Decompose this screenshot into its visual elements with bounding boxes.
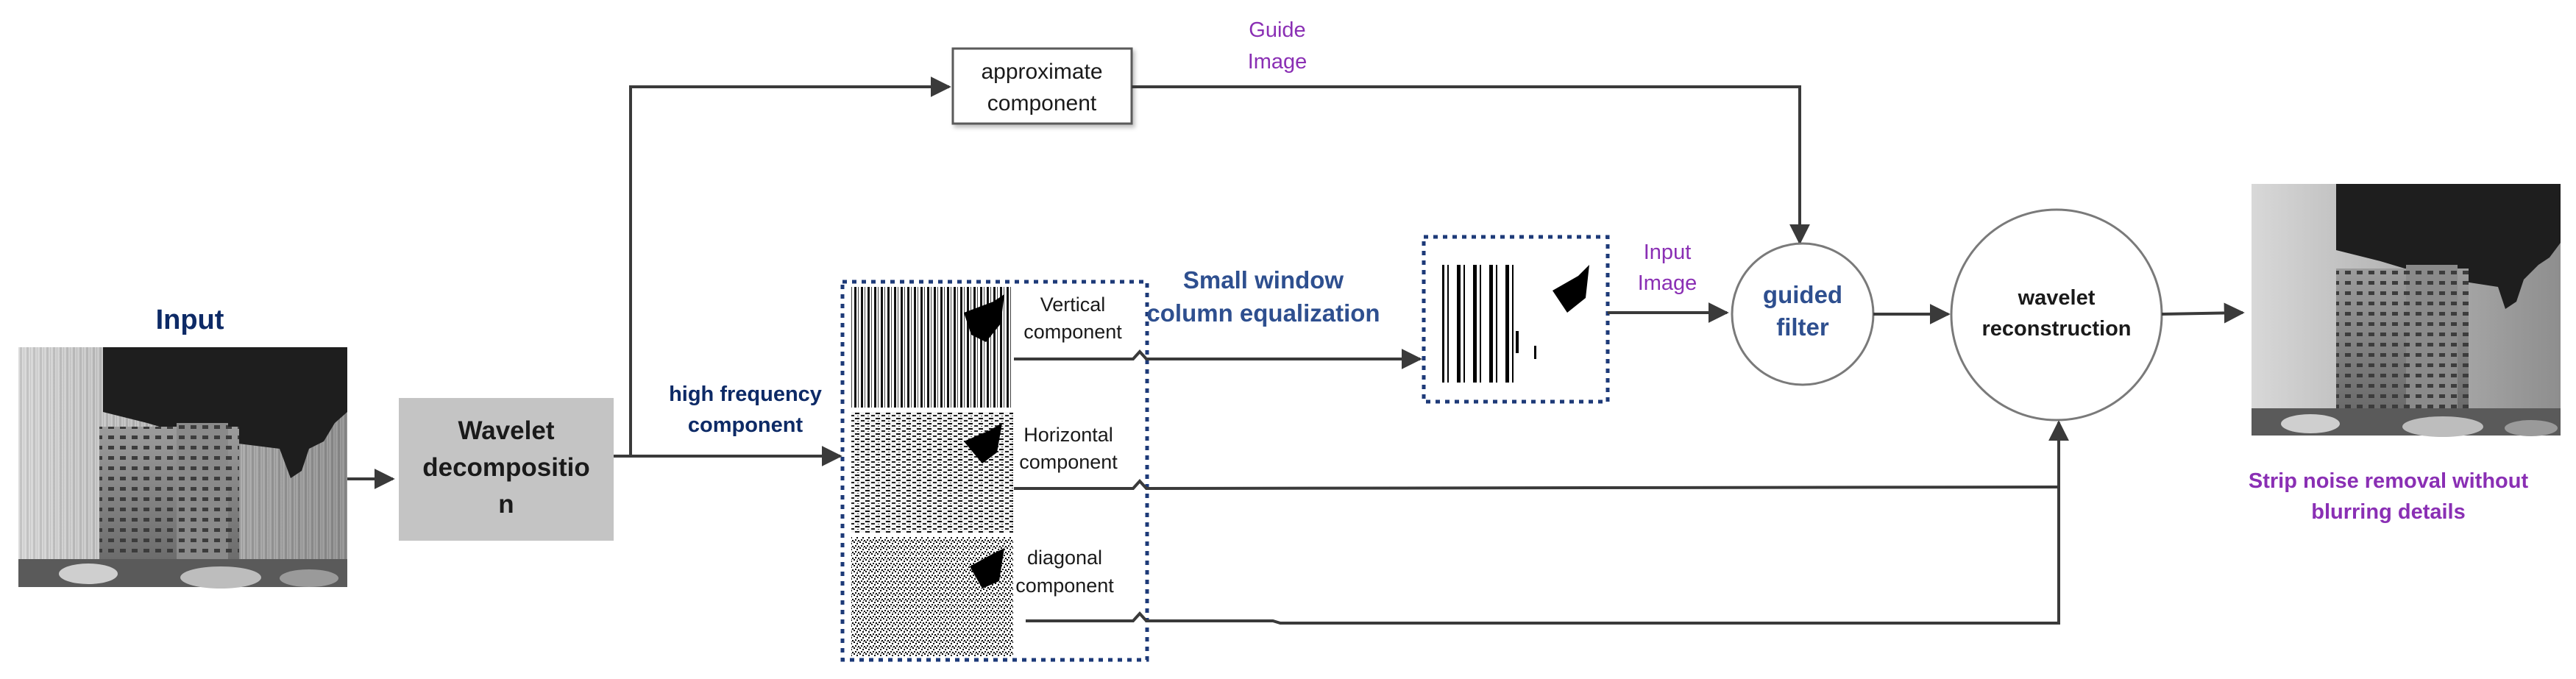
- guided-filter-line1: guided: [1763, 281, 1842, 308]
- diagonal-line2: component: [1015, 575, 1114, 597]
- input-image: [18, 347, 347, 589]
- vertical-component-tile: [851, 287, 1013, 408]
- vertical-line1: Vertical: [1040, 294, 1106, 316]
- guide-image-line1: Guide: [1249, 18, 1305, 42]
- horizontal-line1: Horizontal: [1023, 424, 1113, 446]
- approximate-component-box: approximate component: [951, 47, 1133, 125]
- input-label: Input: [156, 305, 224, 335]
- small-window-line2: column equalization: [1146, 299, 1380, 327]
- vertical-line2: component: [1023, 321, 1122, 343]
- wavelet-recon-line1: wavelet: [2018, 286, 2096, 310]
- small-window-line1: Small window: [1183, 266, 1344, 294]
- guided-filter-line2: filter: [1776, 313, 1829, 341]
- output-image: [2252, 184, 2561, 437]
- input-image-line2: Image: [1638, 271, 1697, 295]
- wavelet-decomp-line2: decompositio: [422, 453, 590, 482]
- arrow-horizontal-to-reconstruction: [1014, 420, 2069, 491]
- diagonal-component-tile: [851, 537, 1013, 656]
- wavelet-decomp-line3: n: [498, 490, 514, 519]
- approx-line1: approximate: [981, 60, 1102, 84]
- input-image-line1: Input: [1644, 241, 1692, 264]
- arrow-reconstruction-to-output: [2161, 302, 2245, 324]
- guide-image-line2: Image: [1248, 50, 1307, 74]
- output-caption-line2: blurring details: [2311, 500, 2465, 524]
- guided-filter-node: guided filter: [1731, 242, 1875, 386]
- output-caption-line1: Strip noise removal without: [2249, 469, 2529, 493]
- approx-line2: component: [987, 91, 1097, 115]
- diagonal-line1: diagonal: [1027, 547, 1102, 569]
- wavelet-decomp-line1: Wavelet: [458, 416, 555, 445]
- equalized-component-frame: [1422, 235, 1610, 404]
- high-frequency-line2: component: [688, 413, 803, 437]
- horizontal-line2: component: [1019, 451, 1118, 473]
- high-frequency-line1: high frequency: [669, 383, 822, 406]
- wavelet-recon-line2: reconstruction: [1981, 317, 2131, 341]
- arrow-diagonal-to-reconstruction: [1026, 487, 2060, 625]
- wavelet-decomposition-box: Wavelet decompositio n: [399, 398, 614, 541]
- wavelet-reconstruction-node: wavelet reconstruction: [1950, 208, 2163, 422]
- horizontal-component-tile: [851, 412, 1013, 533]
- arrow-vertical-to-equalization: [1014, 349, 1422, 369]
- arrow-approx-to-guided-filter: [1132, 85, 1810, 245]
- high-frequency-group-frame: [840, 280, 1149, 662]
- equalized-component-tile: [1442, 257, 1589, 386]
